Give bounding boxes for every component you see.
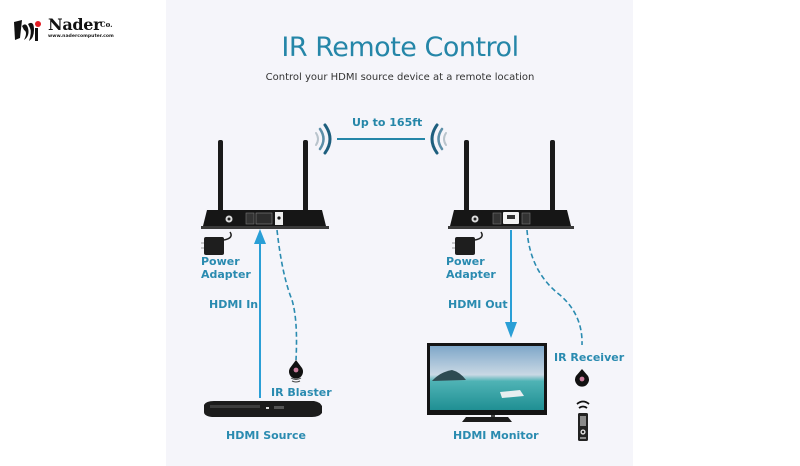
remote-control-icon	[576, 400, 590, 441]
tx-power-label-1: Power	[201, 255, 240, 268]
page-title: IR Remote Control	[281, 32, 519, 63]
ir-blaster-label: IR Blaster	[271, 386, 332, 399]
ir-receiver-icon	[574, 369, 589, 387]
wifi-signal-left-icon	[315, 123, 332, 155]
hdmi-out-label: HDMI Out	[448, 298, 508, 311]
antenna-right	[303, 140, 308, 212]
hdmi-monitor-icon	[427, 343, 547, 422]
ir-receiver-cable	[526, 229, 583, 346]
power-adapter-right-icon	[452, 231, 483, 255]
diagram-panel	[166, 0, 633, 466]
brand-url: www.nadercomputer.com	[48, 34, 114, 39]
hdmi-source-player-icon	[204, 401, 322, 417]
ir-blaster-icon	[289, 360, 303, 383]
ir-receiver-label: IR Receiver	[554, 351, 625, 364]
wifi-signal-right-icon	[430, 123, 447, 155]
range-label: Up to 165ft	[352, 116, 423, 129]
logo-mark-icon	[14, 20, 41, 41]
hdmi-port	[255, 212, 273, 225]
ir-blaster-cable	[276, 229, 298, 361]
hdmi-out-arrow	[505, 230, 517, 338]
hdmi-in-arrow	[254, 229, 266, 398]
antenna-left	[218, 140, 223, 212]
receiver-device	[448, 140, 574, 229]
hdmi-source-label: HDMI Source	[226, 429, 306, 442]
hdmi-monitor-label: HDMI Monitor	[453, 429, 539, 442]
brand-name: Nader	[48, 15, 102, 34]
antenna-right	[550, 140, 555, 212]
wireless-link	[315, 123, 447, 155]
page-subtitle: Control your HDMI source device at a rem…	[265, 72, 535, 83]
brand-logo: Nader Co. www.nadercomputer.com	[12, 14, 122, 44]
antenna-left	[464, 140, 469, 212]
tx-power-label-2: Adapter	[201, 268, 251, 281]
power-adapter-left-icon	[201, 231, 232, 255]
rx-power-label-1: Power	[446, 255, 485, 268]
rx-power-label-2: Adapter	[446, 268, 496, 281]
hdmi-in-label: HDMI In	[209, 298, 259, 311]
brand-suffix: Co.	[100, 20, 113, 29]
transmitter-device	[201, 140, 329, 229]
